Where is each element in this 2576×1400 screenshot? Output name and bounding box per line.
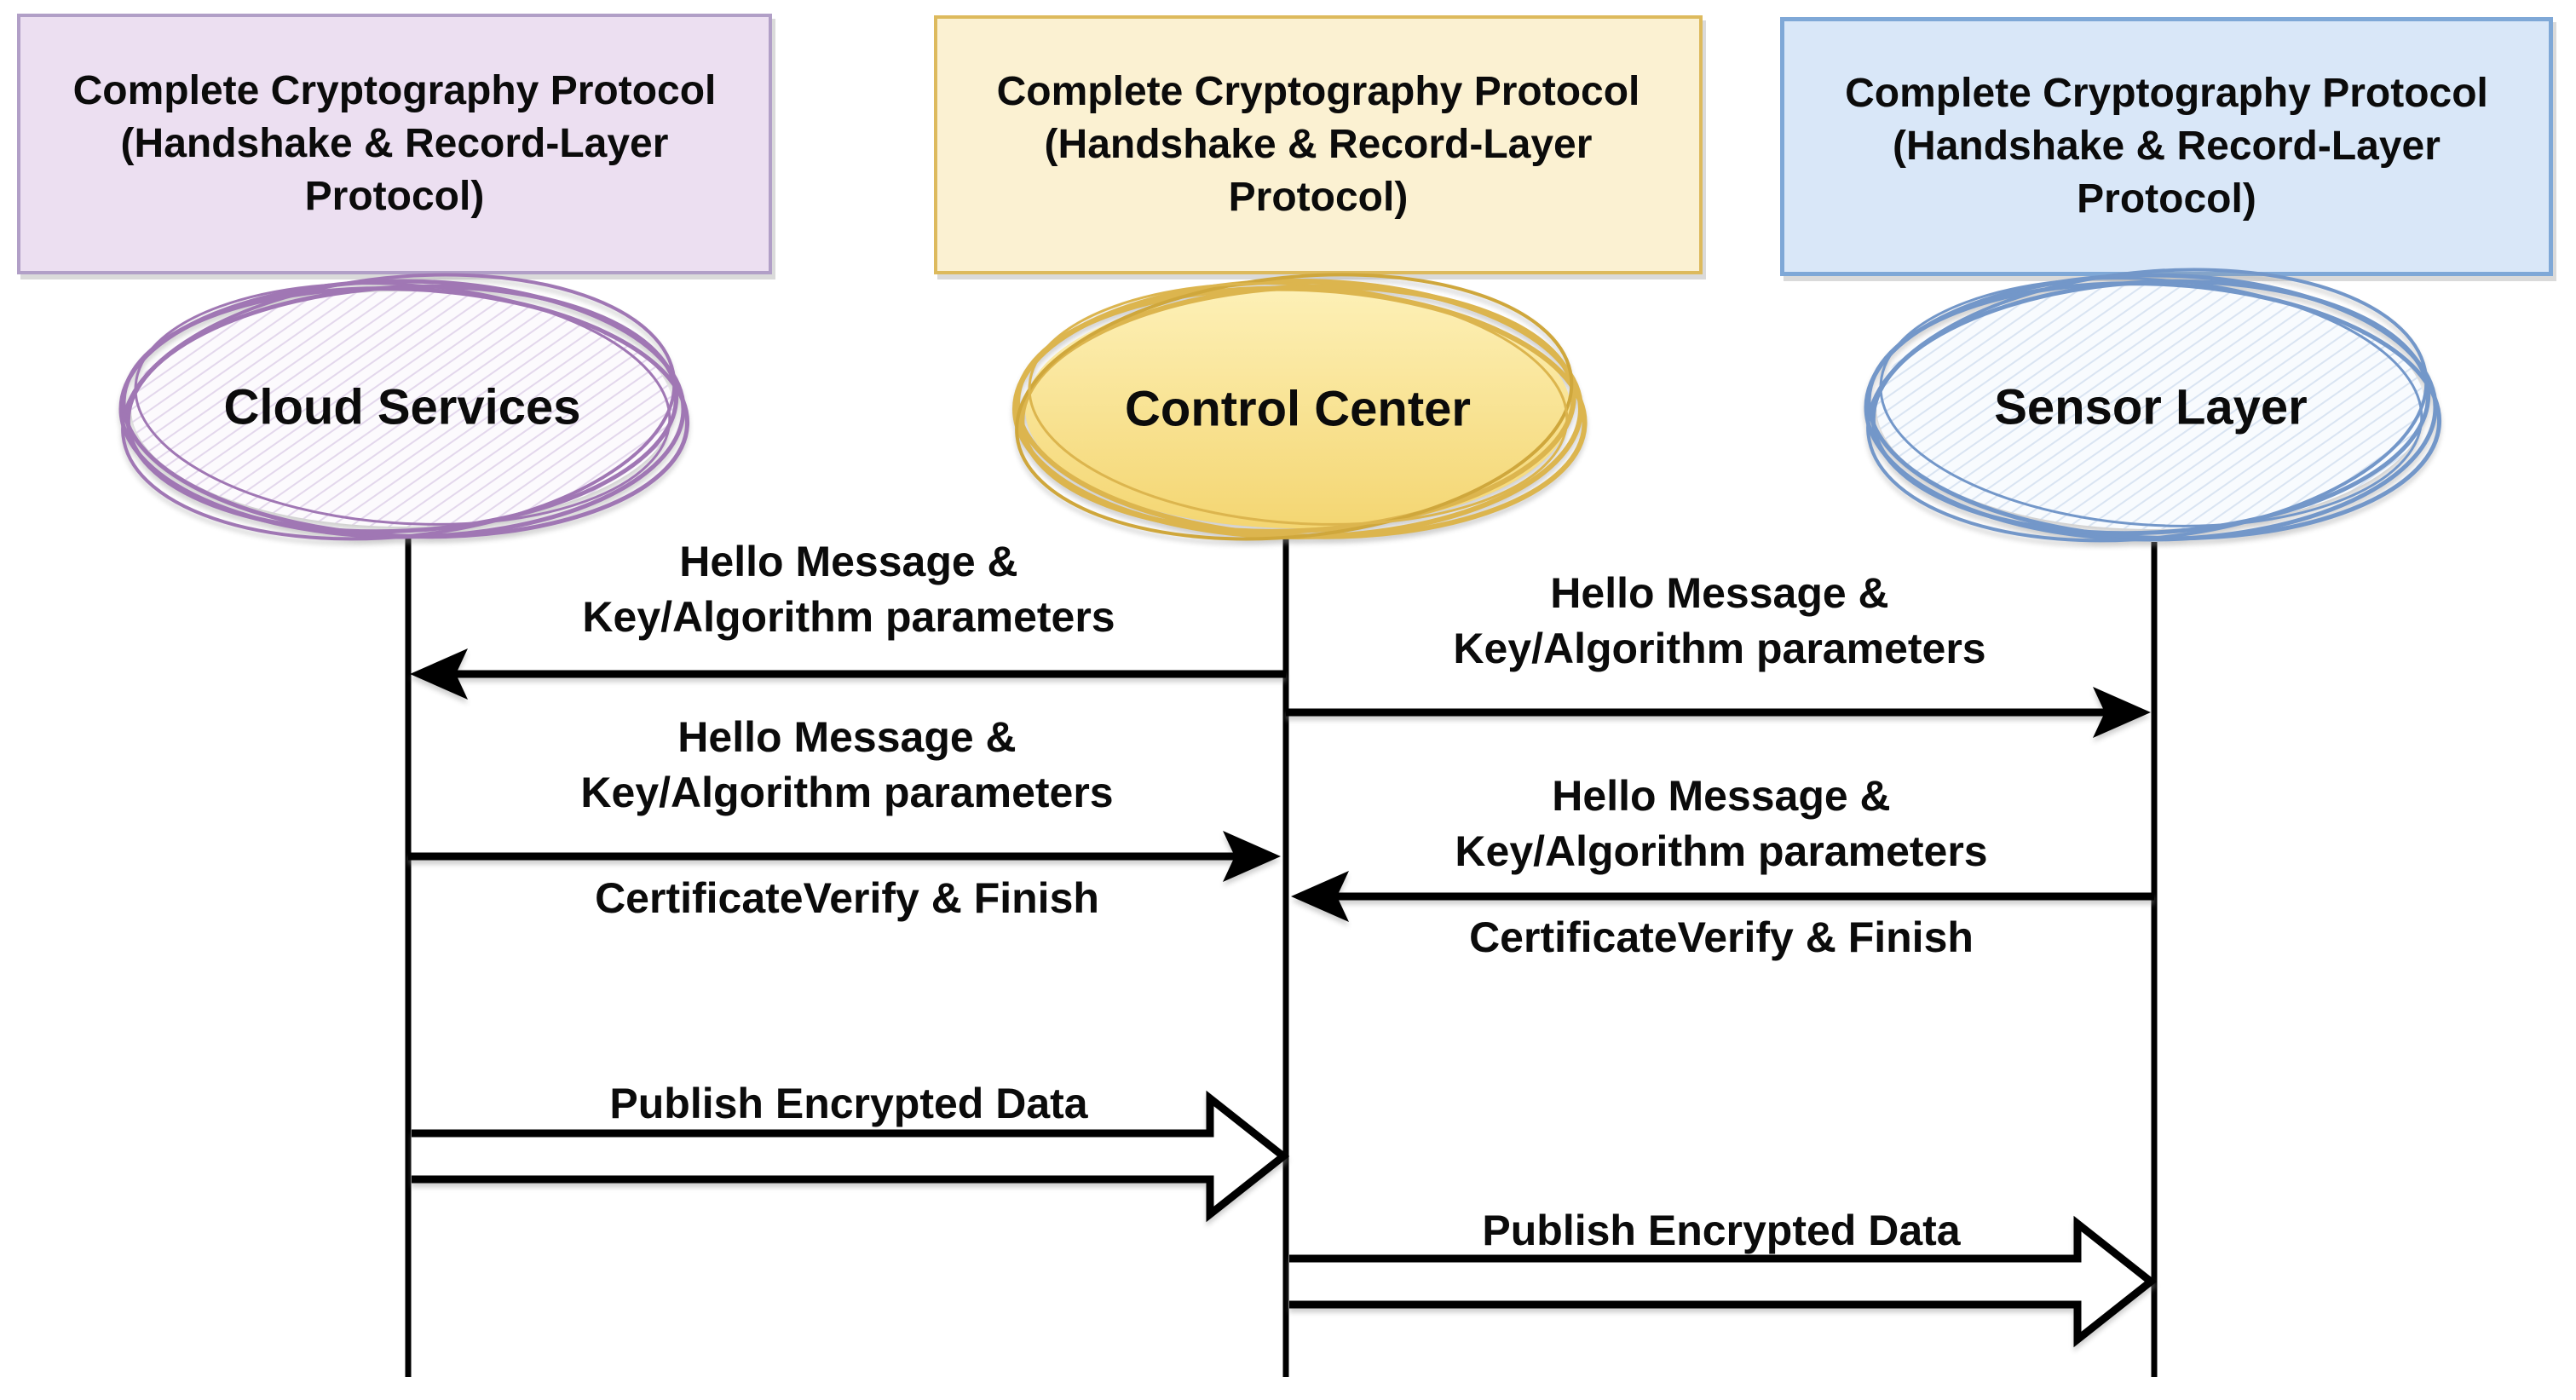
msg3-arrow-cloud-to-control <box>408 831 1281 882</box>
control-center-label: Control Center <box>1125 381 1471 437</box>
msg2-label: Hello Message & Key/Algorithm parameters <box>1453 569 1986 672</box>
msg3-sublabel: CertificateVerify & Finish <box>595 874 1099 922</box>
publish1-block-arrow-cloud-to-control <box>412 1090 1290 1223</box>
cloud-services-ellipse <box>118 273 690 541</box>
sensor-protocol-box-label: Complete Cryptography Protocol (Handshak… <box>1845 71 2488 222</box>
control-center-ellipse <box>1012 273 1588 541</box>
sensor-layer-label: Sensor Layer <box>1994 379 2308 435</box>
cloud-protocol-box-label: Complete Cryptography Protocol (Handshak… <box>72 68 717 219</box>
cloud-protocol-box: Complete Cryptography Protocol (Handshak… <box>17 14 772 274</box>
control-protocol-box-label: Complete Cryptography Protocol (Handshak… <box>996 69 1640 220</box>
msg4-arrow-sensor-to-control <box>1291 871 2154 922</box>
publish2-block-arrow-control-to-sensor <box>1289 1215 2158 1348</box>
cloud-services-label: Cloud Services <box>223 379 581 435</box>
msg1-label: Hello Message & Key/Algorithm parameters <box>582 538 1115 641</box>
msg3-label: Hello Message & Key/Algorithm parameters <box>580 713 1114 816</box>
publish2-label: Publish Encrypted Data <box>1482 1207 1961 1254</box>
msg4-label: Hello Message & Key/Algorithm parameters <box>1455 772 1988 875</box>
sensor-layer-ellipse <box>1864 268 2442 543</box>
control-protocol-box: Complete Cryptography Protocol (Handshak… <box>934 15 1703 274</box>
msg2-arrow-control-to-sensor <box>1286 687 2151 738</box>
sensor-protocol-box: Complete Cryptography Protocol (Handshak… <box>1780 17 2553 276</box>
msg4-sublabel: CertificateVerify & Finish <box>1469 913 1974 961</box>
publish1-label: Publish Encrypted Data <box>609 1080 1088 1127</box>
msg1-arrow-control-to-cloud <box>410 648 1286 700</box>
